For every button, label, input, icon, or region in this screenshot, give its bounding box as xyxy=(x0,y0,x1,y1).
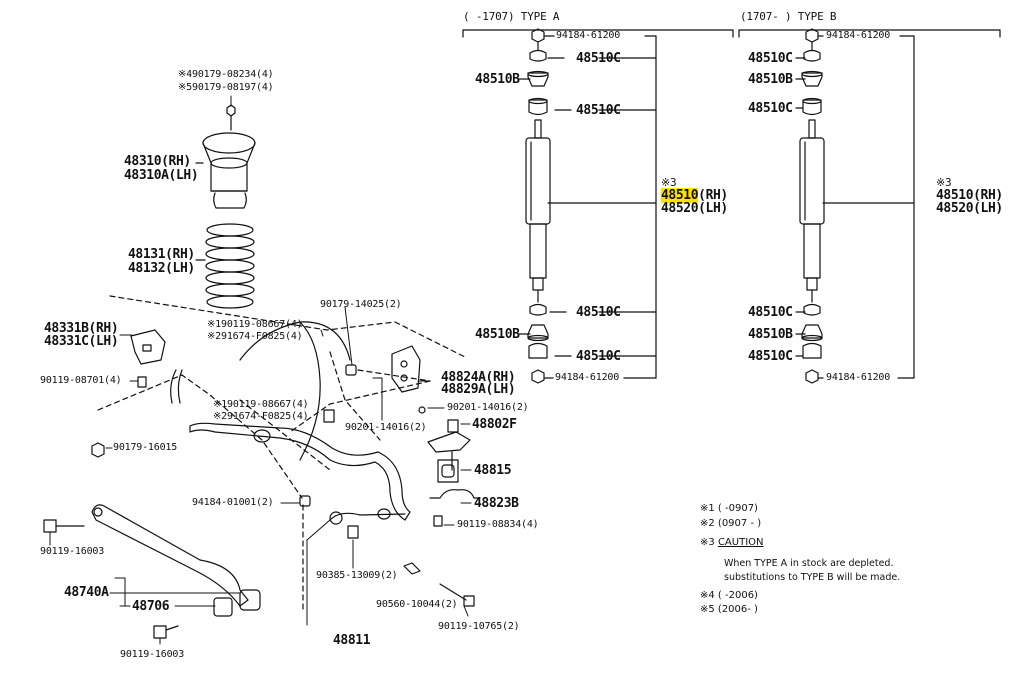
type-a-nut-top[interactable]: 94184-61200 xyxy=(556,30,621,41)
ref-f0825-b[interactable]: ※291674-F0825(4) xyxy=(213,411,309,422)
bolt-16003-b[interactable]: 90119-16003 xyxy=(120,649,185,660)
type-b-header: (1707- ) TYPE B xyxy=(740,10,837,23)
bolt-10044[interactable]: 90560-10044(2) xyxy=(376,599,458,610)
wheel-arc-outline xyxy=(239,321,351,461)
lateral-link-rh[interactable]: 48824A(RH) xyxy=(441,370,516,385)
shock-absorber-type-b-drawing xyxy=(799,28,825,384)
bolt-08834[interactable]: 90119-08834(4) xyxy=(457,519,539,530)
upper-mount-lh[interactable]: 48310A(LH) xyxy=(124,168,199,183)
type-a-bushing-b2[interactable]: 48510B xyxy=(475,327,520,342)
note-2: ※2 (0907 - ) xyxy=(700,518,762,529)
coil-spring-rh[interactable]: 48131(RH) xyxy=(128,247,195,262)
stabilizer-bar-drawing xyxy=(189,422,411,525)
bushing-48706[interactable]: 48706 xyxy=(132,599,170,614)
type-a-shock-rh-highlight: 48510 xyxy=(661,188,699,203)
bracket-lh[interactable]: 48331C(LH) xyxy=(44,334,119,349)
type-b-cushion-c3[interactable]: 48510C xyxy=(748,305,793,320)
type-b-note-mark: ※3 xyxy=(936,176,952,189)
bracket-rh[interactable]: 48331B(RH) xyxy=(44,321,119,336)
type-b-bushing-b1[interactable]: 48510B xyxy=(748,72,793,87)
bracket-48823b[interactable]: 48823B xyxy=(474,496,519,511)
leader-lines xyxy=(49,95,472,645)
lateral-link-lh[interactable]: 48829A(LH) xyxy=(441,382,516,397)
type-b-cushion-c1[interactable]: 48510C xyxy=(748,51,793,66)
mount-ref-2[interactable]: ※590179-08197(4) xyxy=(178,82,274,93)
ref-f0825-a[interactable]: ※291674-F0825(4) xyxy=(207,331,303,342)
bolt-14016-b[interactable]: 90201-14016(2) xyxy=(345,422,427,433)
note-1: ※1 ( -0907) xyxy=(700,503,758,514)
caution-title: CAUTION xyxy=(717,537,764,548)
type-b-shock-lh[interactable]: 48520(LH) xyxy=(936,201,1003,216)
stud-13009[interactable]: 90385-13009(2) xyxy=(316,570,398,581)
type-b-shock-rh[interactable]: 48510(RH) xyxy=(936,188,1003,203)
type-a-cushion-c4[interactable]: 48510C xyxy=(576,349,621,364)
bolt-08701[interactable]: 90119-08701(4) xyxy=(40,375,122,386)
caution-line-1: When TYPE A in stock are depleted. xyxy=(724,558,894,569)
type-a-cushion-c2[interactable]: 48510C xyxy=(576,103,621,118)
stabilizer-bar-48811[interactable]: 48811 xyxy=(333,633,371,648)
hardware-pieces xyxy=(43,329,481,639)
type-b-bracket xyxy=(738,29,1001,379)
note-3-mark: ※3 xyxy=(700,537,715,548)
type-a-header: ( -1707) TYPE A xyxy=(463,10,560,23)
type-b-nut-top[interactable]: 94184-61200 xyxy=(826,30,891,41)
note-4: ※4 ( -2006) xyxy=(700,590,758,601)
coil-spring-lh[interactable]: 48132(LH) xyxy=(128,261,195,276)
type-a-bracket xyxy=(462,29,734,379)
type-a-nut-bottom[interactable]: 94184-61200 xyxy=(555,372,620,383)
type-b-bushing-b2[interactable]: 48510B xyxy=(748,327,793,342)
lateral-arm-drawing xyxy=(91,504,261,617)
type-b-cushion-c4[interactable]: 48510C xyxy=(748,349,793,364)
type-a-shock-lh[interactable]: 48520(LH) xyxy=(661,201,728,216)
bolt-16003-a[interactable]: 90119-16003 xyxy=(40,546,105,557)
ref-08667-a[interactable]: ※190119-08667(4) xyxy=(207,319,303,330)
type-a-cushion-c1[interactable]: 48510C xyxy=(576,51,621,66)
upper-mount-rh[interactable]: 48310(RH) xyxy=(124,154,191,169)
type-a-shock-rh[interactable]: 48510(RH) xyxy=(661,188,728,203)
type-a-bushing-b1[interactable]: 48510B xyxy=(475,72,520,87)
note-3-caution: ※3 CAUTION xyxy=(700,537,764,548)
ref-08667-b[interactable]: ※190119-08667(4) xyxy=(213,399,309,410)
nut-14025[interactable]: 90179-14025(2) xyxy=(320,299,402,310)
type-a-shock-rh-suffix: (RH) xyxy=(698,188,728,203)
shock-absorber-type-a-drawing xyxy=(525,28,551,384)
lateral-arm-48740a[interactable]: 48740A xyxy=(64,585,109,600)
mount-ref-1[interactable]: ※490179-08234(4) xyxy=(178,69,274,80)
type-a-cushion-c3[interactable]: 48510C xyxy=(576,305,621,320)
nut-01001[interactable]: 94184-01001(2) xyxy=(192,497,274,508)
frame-dashed-outline xyxy=(97,295,466,611)
upper-mount-and-coil-spring-drawing xyxy=(195,104,256,309)
bolt-14016-a[interactable]: 90201-14016(2) xyxy=(447,402,529,413)
caution-line-2: substitutions to TYPE B will be made. xyxy=(724,572,901,583)
type-a-note-mark: ※3 xyxy=(661,176,677,189)
type-b-nut-bottom[interactable]: 94184-61200 xyxy=(826,372,891,383)
link-48802f[interactable]: 48802F xyxy=(472,417,517,432)
bushing-48815[interactable]: 48815 xyxy=(474,463,512,478)
nut-16015[interactable]: 90179-16015 xyxy=(113,442,178,453)
bolt-10765[interactable]: 90119-10765(2) xyxy=(438,621,520,632)
type-b-cushion-c2[interactable]: 48510C xyxy=(748,101,793,116)
note-5: ※5 (2006- ) xyxy=(700,604,758,615)
